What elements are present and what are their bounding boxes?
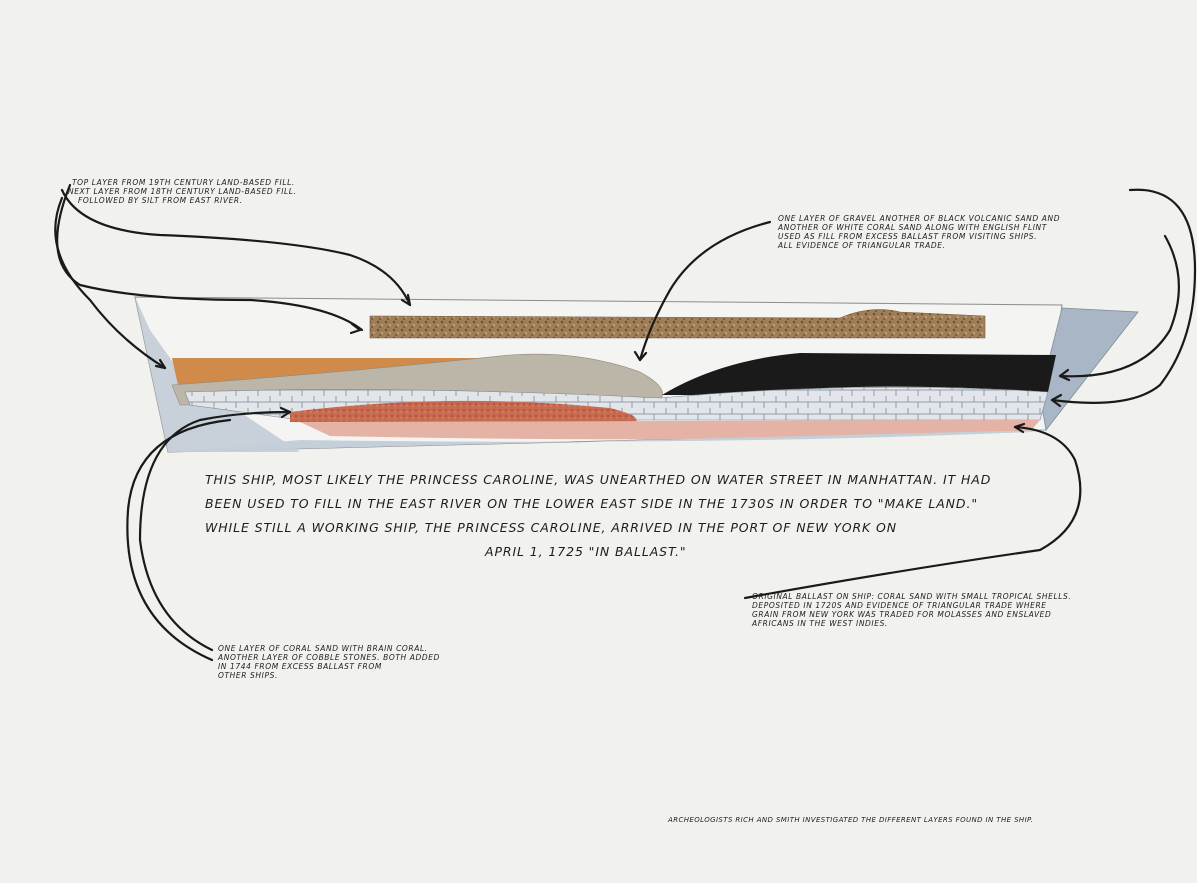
note-bottom-right-line-4: Africans in the West Indies. — [752, 619, 1071, 628]
main-caption-line-2: been used to fill in the East River on t… — [205, 492, 1025, 516]
main-caption-line-4: April 1, 1725 "in ballast." — [205, 540, 1025, 564]
note-top-right-line-2: another of white coral sand along with E… — [778, 223, 1060, 232]
note-top-left: Top layer from 19th century land-based f… — [72, 178, 297, 205]
note-top-right-line-3: used as fill from excess ballast from vi… — [778, 232, 1060, 241]
note-top-left-line-3: Followed by silt from East River. — [78, 196, 297, 205]
note-top-left-line-2: Next layer from 18th century land-based … — [68, 187, 297, 196]
note-bottom-right-line-3: grain from New York was traded for molas… — [752, 610, 1071, 619]
note-bottom-left-line-4: other ships. — [218, 671, 440, 680]
footer-credit: Archeologists Rich and Smith investigate… — [668, 816, 1033, 824]
note-bottom-right-line-2: Deposited in 1720s and evidence of trian… — [752, 601, 1071, 610]
main-caption: This ship, most likely the Princess Caro… — [205, 468, 1025, 564]
note-bottom-left-line-2: Another layer of cobble stones. Both add… — [218, 653, 440, 662]
pink-ballast-layer — [300, 420, 1040, 439]
main-caption-line-1: This ship, most likely the Princess Caro… — [205, 468, 1025, 492]
note-top-right: One layer of gravel another of black vol… — [778, 214, 1060, 250]
note-top-right-line-1: One layer of gravel another of black vol… — [778, 214, 1060, 223]
note-bottom-right-line-1: Original ballast on ship: coral sand wit… — [752, 592, 1071, 601]
note-bottom-left: One layer of coral sand with brain coral… — [218, 644, 440, 680]
note-bottom-left-line-3: in 1744 from excess ballast from — [218, 662, 440, 671]
note-top-right-line-4: All evidence of triangular trade. — [778, 241, 1060, 250]
note-bottom-right: Original ballast on ship: coral sand wit… — [752, 592, 1071, 628]
main-caption-line-3: While still a working ship, the Princess… — [205, 516, 1025, 540]
note-bottom-left-line-1: One layer of coral sand with brain coral… — [218, 644, 440, 653]
note-top-left-line-1: Top layer from 19th century land-based f… — [72, 178, 297, 187]
